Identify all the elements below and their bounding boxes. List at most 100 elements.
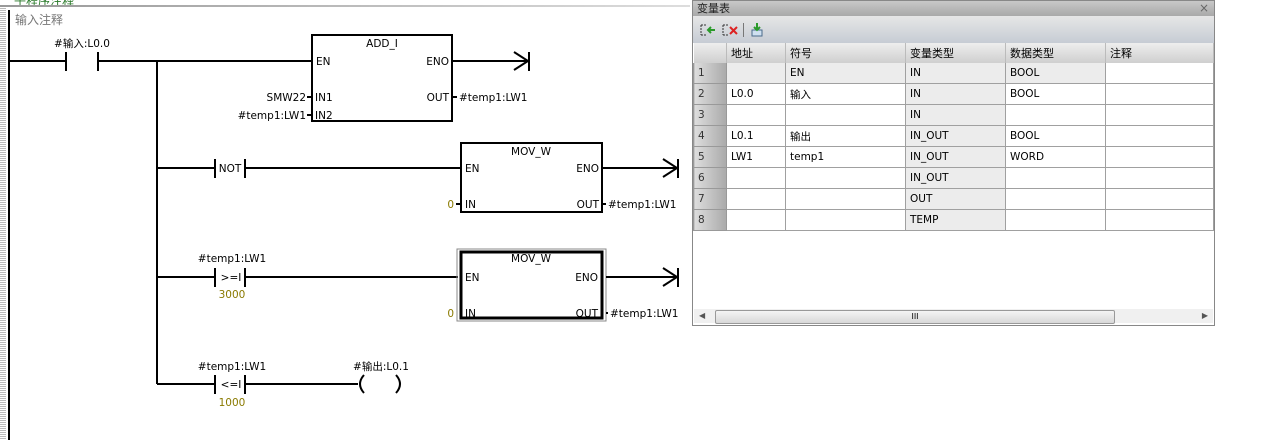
operand-in[interactable]: 0 [447, 199, 454, 211]
data-type-cell[interactable]: BOOL [1005, 83, 1106, 105]
comment-cell[interactable] [1105, 125, 1214, 147]
var-type-cell[interactable]: IN [905, 63, 1006, 84]
var-type-cell[interactable]: IN_OUT [905, 125, 1006, 147]
insert-row-icon[interactable] [699, 21, 717, 39]
col-header-var-type[interactable]: 变量类型 [905, 43, 1006, 63]
symbol-cell[interactable]: 输出 [785, 125, 906, 147]
row-number: 6 [693, 167, 727, 189]
row-number: 5 [693, 146, 727, 168]
row-number: 2 [693, 83, 727, 105]
toolbar [693, 16, 1214, 43]
panel-titlebar: 变量表 × [693, 1, 1214, 16]
var-type-cell[interactable]: IN_OUT [905, 167, 1006, 189]
ladder-diagram[interactable]: #输入:L0.0 ADD_I EN ENO IN1 IN2 OUT SMW22 … [0, 0, 690, 440]
pin-in2: IN2 [315, 110, 333, 122]
pin-eno: ENO [426, 56, 449, 68]
table-row[interactable]: 6 IN_OUT [693, 167, 1214, 189]
scroll-left-icon[interactable]: ◀ [699, 311, 706, 320]
operand-in2[interactable]: #temp1:LW1 [238, 110, 306, 122]
data-type-cell[interactable]: BOOL [1005, 63, 1106, 84]
coil-output[interactable] [359, 374, 365, 394]
compare-value[interactable]: 1000 [219, 397, 246, 409]
address-cell[interactable] [726, 63, 786, 84]
address-cell[interactable]: L0.1 [726, 125, 786, 147]
comment-cell[interactable] [1105, 209, 1214, 231]
mov-w-box-1[interactable] [460, 142, 603, 213]
comment-cell[interactable] [1105, 167, 1214, 189]
table-row[interactable]: 8 TEMP [693, 209, 1214, 231]
delete-row-icon[interactable] [721, 21, 739, 39]
symbol-cell[interactable] [785, 104, 906, 126]
col-header-address[interactable]: 地址 [726, 43, 786, 63]
table-row[interactable]: 7 OUT [693, 188, 1214, 210]
operand-out[interactable]: #temp1:LW1 [608, 199, 676, 211]
operand-in1[interactable]: SMW22 [267, 92, 306, 104]
scroll-right-icon[interactable]: ▶ [1201, 311, 1208, 320]
network-comment[interactable]: 输入注释 [15, 13, 64, 27]
data-type-cell[interactable] [1005, 167, 1106, 189]
compare-value[interactable]: 3000 [219, 289, 246, 301]
comment-cell[interactable] [1105, 146, 1214, 168]
panel-title: 变量表 [697, 2, 730, 15]
row-number: 8 [693, 209, 727, 231]
compare-op: >=I [221, 272, 242, 284]
var-type-cell[interactable]: OUT [905, 188, 1006, 210]
operand-out[interactable]: #temp1:LW1 [459, 92, 527, 104]
symbol-cell[interactable] [785, 209, 906, 231]
var-type-cell[interactable]: IN [905, 104, 1006, 126]
var-type-cell[interactable]: IN [905, 83, 1006, 105]
address-cell[interactable]: L0.0 [726, 83, 786, 105]
col-header-rownum [693, 43, 727, 63]
box-title: MOV_W [511, 146, 552, 158]
contact-label: #temp1:LW1 [198, 361, 266, 373]
data-type-cell[interactable] [1005, 104, 1106, 126]
data-type-cell[interactable]: WORD [1005, 146, 1106, 168]
address-cell[interactable]: LW1 [726, 146, 786, 168]
address-cell[interactable] [726, 209, 786, 231]
row-number: 7 [693, 188, 727, 210]
subroutine-comment[interactable]: 子程序注释 [14, 0, 75, 8]
operand-out[interactable]: #temp1:LW1 [610, 308, 678, 320]
comment-cell[interactable] [1105, 83, 1214, 105]
pin-en: EN [465, 272, 480, 284]
data-type-cell[interactable] [1005, 188, 1106, 210]
row-number: 1 [693, 63, 727, 84]
comment-cell[interactable] [1105, 63, 1214, 84]
box-title: MOV_W [511, 253, 552, 265]
col-header-symbol[interactable]: 符号 [785, 43, 906, 63]
compare-op: <=I [221, 379, 242, 391]
pin-out: OUT [576, 308, 599, 320]
address-cell[interactable] [726, 104, 786, 126]
comment-cell[interactable] [1105, 188, 1214, 210]
pin-en: EN [316, 56, 331, 68]
horizontal-scrollbar[interactable]: ◀ III ▶ [694, 309, 1213, 324]
close-icon[interactable]: × [1198, 1, 1209, 15]
scrollbar-thumb[interactable]: III [715, 310, 1115, 324]
symbol-cell[interactable] [785, 167, 906, 189]
symbol-cell[interactable]: temp1 [785, 146, 906, 168]
var-type-cell[interactable]: IN_OUT [905, 146, 1006, 168]
address-cell[interactable] [726, 188, 786, 210]
data-type-cell[interactable]: BOOL [1005, 125, 1106, 147]
address-cell[interactable] [726, 167, 786, 189]
data-type-cell[interactable] [1005, 209, 1106, 231]
comment-cell[interactable] [1105, 104, 1214, 126]
import-icon[interactable] [748, 21, 766, 39]
pin-eno: ENO [576, 163, 599, 175]
col-header-data-type[interactable]: 数据类型 [1005, 43, 1106, 63]
symbol-cell[interactable] [785, 188, 906, 210]
col-header-comment[interactable]: 注释 [1105, 43, 1214, 63]
symbol-cell[interactable]: EN [785, 63, 906, 84]
pin-in1: IN1 [315, 92, 333, 104]
mov-w-box-2[interactable] [459, 250, 604, 320]
operand-in[interactable]: 0 [447, 308, 454, 320]
symbol-cell[interactable]: 输入 [785, 83, 906, 105]
add-i-box[interactable] [311, 34, 453, 122]
var-type-cell[interactable]: TEMP [905, 209, 1006, 231]
